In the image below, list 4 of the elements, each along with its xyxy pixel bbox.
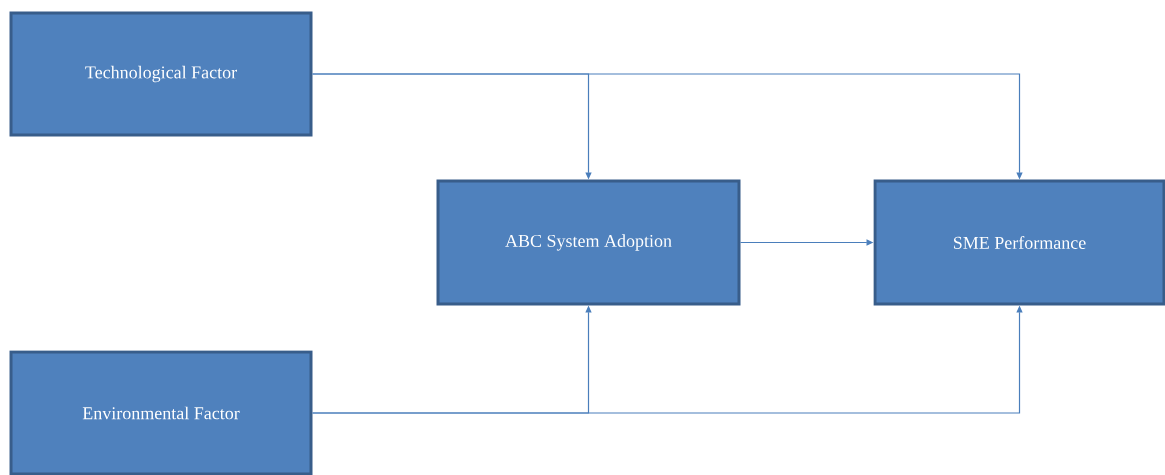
process-box: ABC System Adoption bbox=[436, 179, 741, 306]
process-box: Environmental Factor bbox=[9, 350, 313, 475]
process-box: SME Performance bbox=[873, 179, 1165, 306]
process-box: Technological Factor bbox=[9, 11, 313, 137]
